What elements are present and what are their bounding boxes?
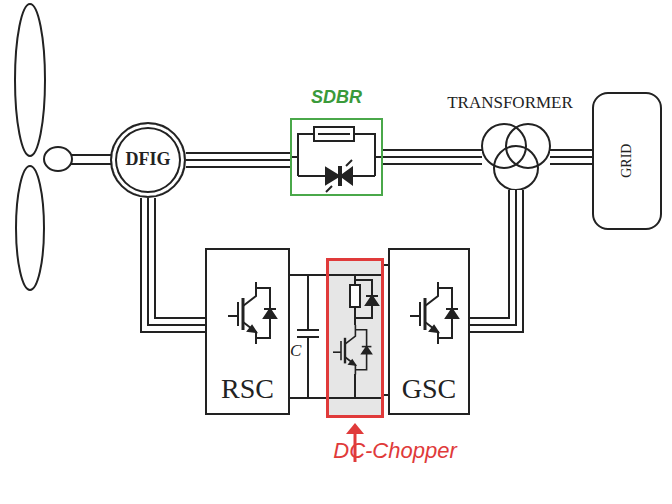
connector-line	[383, 149, 482, 165]
transformer-symbol	[482, 124, 550, 190]
igbt-symbol	[228, 282, 276, 344]
grid-box: GRID	[592, 92, 662, 230]
connector-line	[148, 198, 205, 325]
power-bus	[470, 190, 516, 325]
connector-line	[470, 190, 516, 325]
connector-line	[186, 154, 290, 166]
node-label: RSC	[221, 374, 274, 405]
node-label: DFIG	[126, 150, 171, 170]
node-label: TRANSFORMER	[447, 94, 573, 113]
resistor-box: SDBR	[290, 118, 383, 196]
dc-link	[290, 275, 326, 398]
capacitor-symbol	[297, 275, 319, 398]
igbt-symbol	[410, 282, 458, 344]
power-bus	[148, 198, 205, 325]
connector-line	[186, 159, 290, 161]
connector-line	[383, 151, 482, 163]
connector-line	[148, 198, 205, 325]
connector-line	[470, 190, 516, 325]
connector-line	[550, 149, 592, 165]
turbine-rotor	[15, 4, 114, 290]
node-label: DC-Chopper	[333, 439, 457, 463]
sdbr-symbol	[290, 127, 383, 192]
power-bus	[550, 157, 592, 158]
chopper-fill	[329, 261, 381, 415]
transformer-box: TRANSFORMER	[482, 124, 550, 190]
connector-line	[550, 151, 592, 163]
power-bus	[186, 160, 290, 161]
generator-circle: DFIG	[110, 122, 186, 198]
capacitor-label: C	[290, 342, 301, 361]
node-label: GRID	[619, 144, 634, 178]
power-bus	[383, 157, 482, 158]
node-label: SDBR	[311, 88, 362, 108]
connector-line	[550, 156, 592, 158]
connector-line	[290, 397, 326, 399]
chopper-symbol	[326, 275, 384, 398]
connector-line	[290, 274, 326, 276]
connector-line	[383, 156, 482, 158]
igbt-symbol	[333, 325, 371, 375]
connector-line	[470, 190, 516, 325]
chopper-box: DC-Chopper	[326, 258, 384, 418]
converter-box: RSC	[205, 248, 290, 415]
converter-box: GSC	[388, 248, 470, 415]
node-label: GSC	[402, 374, 456, 405]
connector-line	[186, 152, 290, 168]
connector-line	[148, 198, 205, 325]
